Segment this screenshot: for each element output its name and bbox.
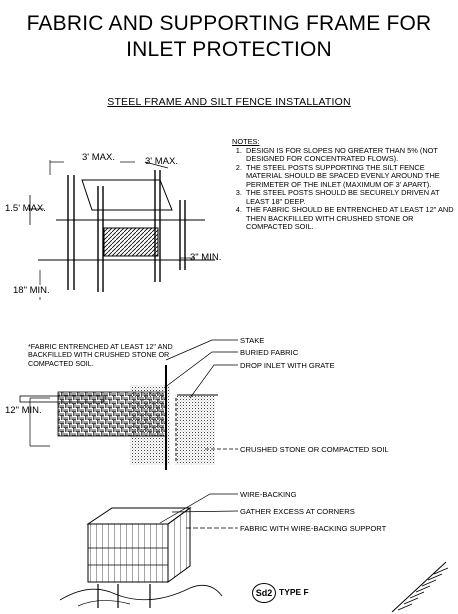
label-gather-excess: GATHER EXCESS AT CORNERS [240,507,355,516]
drawing-title-line2: INLET PROTECTION [126,38,332,61]
label-wire-backing: WIRE-BACKING [240,490,297,499]
steel-frame-diagram [28,160,215,300]
label-crushed-stone: CRUSHED STONE OR COMPACTED SOIL [240,445,389,454]
note-item: THE STEEL POSTS SHOULD BE SECURELY DRIVE… [244,188,454,206]
type-label: TYPE F [279,587,309,597]
dimension-spacing-b: 3' MAX. [145,156,178,167]
notes-block: NOTES: DESIGN IS FOR SLOPES NO GREATER T… [232,137,454,232]
dimension-entrench: 12" MIN. [5,405,42,416]
dimension-height: 1.5' MAX. [5,203,46,214]
dimension-post-depth: 18" MIN. [13,285,50,296]
section-diagram [19,339,238,470]
label-drop-inlet: DROP INLET WITH GRATE [240,361,335,370]
dimension-spacing-a: 3' MAX. [82,152,115,163]
notes-heading: NOTES: [232,137,260,146]
detail-badge: Sd2 [252,583,276,603]
dimension-burial: 3" MIN. [190,252,222,263]
drawing-title-line1: FABRIC AND SUPPORTING FRAME FOR [26,12,432,35]
note-item: DESIGN IS FOR SLOPES NO GREATER THAN 5% … [244,146,454,164]
note-item: THE STEEL POSTS SUPPORTING THE SILT FENC… [244,163,454,190]
section-subtitle: STEEL FRAME AND SILT FENCE INSTALLATION [107,96,351,108]
label-stake: STAKE [240,336,265,345]
note-item: THE FABRIC SHOULD BE ENTRENCHED AT LEAST… [244,205,454,232]
label-buried-fabric: BURIED FABRIC [240,348,299,357]
label-fabric-wire-backing: FABRIC WITH WIRE-BACKING SUPPORT [240,524,387,533]
tear-mark [391,561,449,613]
fabric-entrench-note: *FABRIC ENTRENCHED AT LEAST 12" AND BACK… [28,342,173,368]
isometric-fence-diagram [59,493,239,608]
